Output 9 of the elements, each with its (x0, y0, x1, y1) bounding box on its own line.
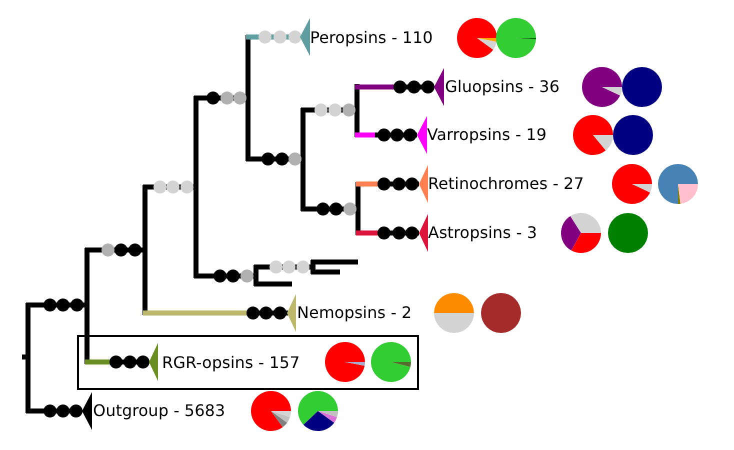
clade-label: Retinochromes - 27 (428, 174, 584, 194)
clade-label: Nemopsins - 2 (297, 303, 412, 323)
clade-label: Outgroup - 5683 (93, 401, 226, 421)
clade-label: Astropsins - 3 (428, 223, 538, 243)
clade-label: Gluopsins - 36 (445, 77, 560, 97)
clade-label: Varropsins - 19 (427, 125, 547, 145)
highlight-box (77, 335, 419, 390)
clade-label: Peropsins - 110 (310, 28, 433, 48)
clade-label: RGR-opsins - 157 (162, 352, 300, 372)
